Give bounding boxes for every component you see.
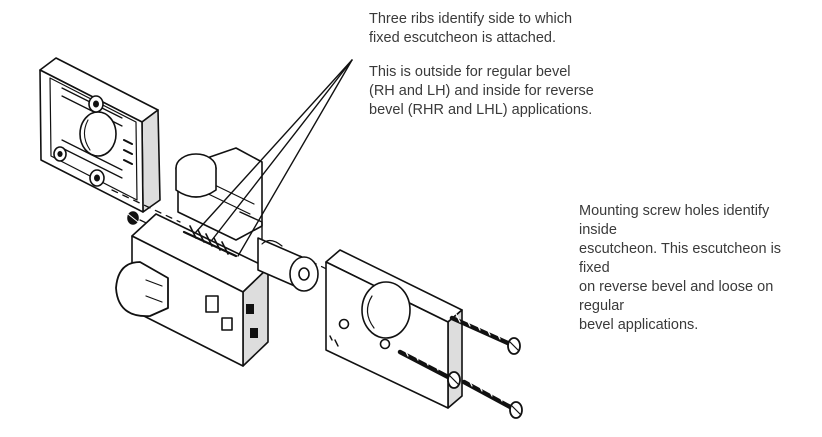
ribs-note-line-3: bevel (RHR and LHL) applications.	[369, 102, 593, 118]
mounting-holes-line-4: bevel applications.	[579, 317, 699, 333]
spindle-cylinder	[257, 237, 319, 292]
mounting-holes-callout: Mounting screw holes identify inside esc…	[579, 202, 811, 335]
inside-escutcheon-plate	[325, 249, 463, 409]
ribs-callout-line-2: fixed escutcheon is attached.	[369, 30, 557, 46]
mounting-screw-middle	[397, 347, 461, 389]
ribs-callout-line-1: Three ribs identify side to which	[369, 11, 573, 27]
chassis-screw	[127, 211, 139, 225]
mounting-holes-line-3: on reverse bevel and loose on regular	[579, 279, 774, 314]
ribs-note-line-1: This is outside for regular bevel	[369, 64, 571, 80]
outside-escutcheon-screw-posts	[53, 95, 105, 187]
mounting-screw-upper	[449, 313, 521, 355]
mounting-screw-lower	[461, 377, 523, 419]
lock-chassis	[115, 147, 269, 367]
mounting-holes-line-1: Mounting screw holes identify inside	[579, 203, 770, 238]
ribs-callout: Three ribs identify side to which fixed …	[369, 10, 669, 120]
outside-escutcheon-plate	[39, 57, 161, 213]
mounting-holes-line-2: escutcheon. This escutcheon is fixed	[579, 241, 782, 276]
rib-callout-leaders	[195, 59, 353, 257]
ribs-note-line-2: (RH and LH) and inside for reverse	[369, 83, 594, 99]
